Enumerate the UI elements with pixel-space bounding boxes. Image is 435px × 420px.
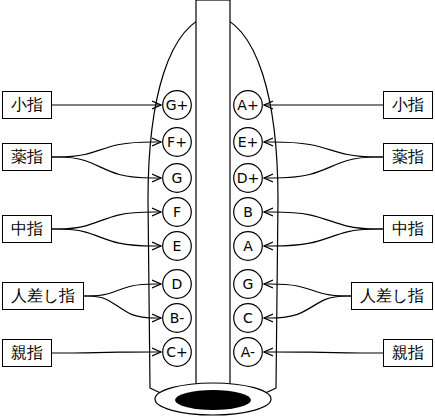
note-name: C	[243, 310, 253, 326]
hole-circle	[234, 304, 263, 333]
finger-hole: A-	[233, 337, 263, 367]
note-name: A-	[241, 344, 255, 360]
finger-name: 中指	[392, 219, 424, 238]
finger-name: 薬指	[11, 147, 43, 166]
finger-hole: A+	[233, 90, 263, 120]
note-name: A	[243, 238, 253, 254]
finger-arrow	[264, 229, 383, 246]
mouthpiece-tube	[196, 0, 230, 386]
hole-circle	[163, 338, 192, 367]
note-name: A+	[237, 97, 258, 113]
hole-circle	[234, 338, 263, 367]
hole-circle	[163, 91, 192, 120]
finger-name: 小指	[11, 95, 43, 114]
note-name: G	[172, 170, 183, 186]
finger-name: 人差し指	[11, 286, 75, 305]
hole-circle	[163, 128, 192, 157]
note-name: F+	[167, 134, 187, 150]
finger-arrow	[52, 157, 161, 178]
hole-circle	[163, 270, 192, 299]
hole-circle	[163, 304, 192, 333]
hole-circle	[163, 164, 192, 193]
finger-label-box: 親指	[2, 339, 52, 367]
finger-hole: A	[233, 231, 263, 261]
finger-label-box: 親指	[383, 339, 433, 367]
finger-arrow	[84, 296, 161, 318]
hole-circle	[234, 198, 263, 227]
hole-circle	[234, 128, 263, 157]
note-name: F	[173, 204, 181, 220]
note-name: B	[243, 204, 253, 220]
finger-name: 中指	[11, 219, 43, 238]
finger-hole: G	[162, 163, 192, 193]
finger-label-box: 中指	[2, 215, 52, 243]
finger-hole: B	[233, 197, 263, 227]
note-name: C+	[166, 344, 188, 360]
finger-arrow	[264, 284, 351, 296]
hole-circle	[234, 232, 263, 261]
finger-hole: C+	[162, 337, 192, 367]
finger-label-box: 薬指	[2, 143, 52, 171]
finger-label-box: 小指	[2, 91, 52, 119]
finger-hole: F+	[162, 127, 192, 157]
finger-name: 人差し指	[360, 286, 424, 305]
finger-label-box: 人差し指	[351, 282, 433, 310]
finger-hole: F	[162, 197, 192, 227]
finger-hole: E+	[233, 127, 263, 157]
finger-arrow	[52, 212, 161, 229]
finger-hole: G+	[162, 90, 192, 120]
finger-hole: D+	[233, 163, 263, 193]
hole-circle	[234, 270, 263, 299]
hole-circle	[163, 198, 192, 227]
finger-arrow	[264, 212, 383, 229]
finger-arrow	[84, 284, 161, 296]
finger-name: 親指	[392, 343, 424, 362]
note-name: B-	[170, 310, 185, 326]
finger-arrow	[52, 352, 161, 353]
finger-name: 薬指	[392, 147, 424, 166]
finger-arrow	[52, 104, 161, 105]
finger-label-box: 中指	[383, 215, 433, 243]
finger-arrow	[264, 142, 383, 157]
note-name: G+	[166, 97, 189, 113]
finger-hole: D	[162, 269, 192, 299]
finger-arrow	[52, 142, 161, 157]
note-name: E	[173, 238, 182, 254]
finger-arrow	[264, 296, 351, 318]
finger-label-box: 人差し指	[2, 282, 84, 310]
hole-circle	[234, 164, 263, 193]
finger-arrow	[52, 229, 161, 246]
note-name: G	[243, 276, 254, 292]
finger-arrow	[264, 104, 383, 105]
hole-circle	[234, 91, 263, 120]
finger-name: 小指	[392, 95, 424, 114]
finger-arrow	[264, 157, 383, 178]
note-name: D	[172, 276, 183, 292]
note-name: D+	[237, 170, 260, 186]
finger-label-box: 薬指	[383, 143, 433, 171]
finger-hole: C	[233, 303, 263, 333]
note-name: E+	[238, 134, 259, 150]
finger-label-box: 小指	[383, 91, 433, 119]
finger-arrow	[264, 352, 383, 353]
bottom-hole	[175, 390, 251, 410]
hole-circle	[163, 232, 192, 261]
finger-hole: B-	[162, 303, 192, 333]
finger-hole: G	[233, 269, 263, 299]
bottom-ring	[155, 383, 271, 415]
finger-hole: E	[162, 231, 192, 261]
finger-name: 親指	[11, 343, 43, 362]
